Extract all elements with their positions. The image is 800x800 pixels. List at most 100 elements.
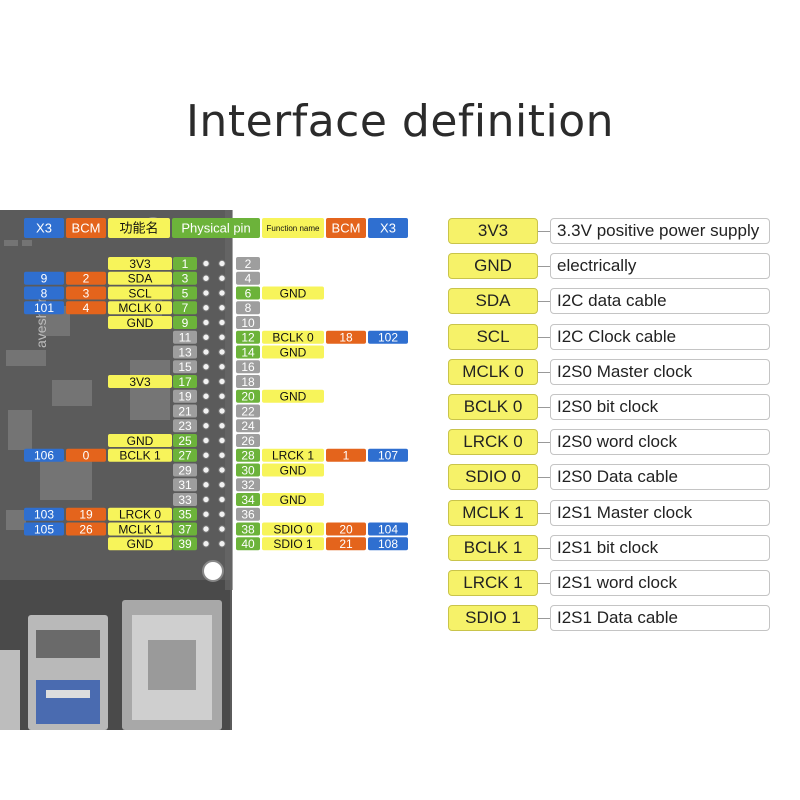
- pin-dot: [202, 481, 210, 489]
- pin-even: 40: [236, 537, 260, 551]
- left-x3-cell: 106: [24, 449, 64, 463]
- svg-text:38: 38: [241, 522, 255, 536]
- right-function-cell: LRCK 1: [262, 449, 324, 463]
- svg-text:BCM: BCM: [72, 221, 101, 236]
- pin-dot: [218, 333, 226, 341]
- svg-text:GND: GND: [280, 463, 307, 477]
- legend-key: SDA: [448, 288, 538, 315]
- pin-even: 10: [236, 316, 260, 330]
- right-x3-cell: 104: [368, 522, 408, 536]
- svg-text:SDIO 1: SDIO 1: [273, 537, 313, 551]
- pin-odd: 13: [173, 345, 197, 359]
- left-x3-cell: 8: [24, 286, 64, 300]
- header-physical-pin: Physical pin: [172, 218, 260, 238]
- pin-dot: [202, 363, 210, 371]
- svg-text:30: 30: [241, 463, 255, 477]
- pin-dot: [218, 525, 226, 533]
- svg-text:26: 26: [79, 522, 93, 536]
- svg-text:28: 28: [241, 449, 255, 463]
- pin-odd: 19: [173, 390, 197, 404]
- svg-text:17: 17: [178, 375, 192, 389]
- pin-even: 22: [236, 404, 260, 418]
- svg-text:5: 5: [182, 286, 189, 300]
- pin-odd: 39: [173, 537, 197, 551]
- legend-description: 3.3V positive power supply: [550, 218, 770, 244]
- pin-dot: [202, 436, 210, 445]
- legend-connector: [538, 371, 550, 373]
- svg-text:33: 33: [178, 493, 192, 507]
- left-x3-cell: 101: [24, 301, 64, 315]
- pin-odd: 17: [173, 375, 197, 389]
- pin-dot: [218, 274, 226, 282]
- svg-text:29: 29: [178, 463, 192, 477]
- legend-description: I2S1 Master clock: [550, 499, 770, 526]
- svg-text:3: 3: [83, 286, 90, 300]
- svg-text:GND: GND: [127, 537, 154, 551]
- svg-text:14: 14: [241, 345, 255, 359]
- svg-text:6: 6: [245, 286, 252, 300]
- pin-odd: 11: [173, 331, 197, 345]
- svg-text:102: 102: [378, 331, 398, 345]
- svg-text:功能名: 功能名: [119, 221, 158, 236]
- right-function-cell: GND: [262, 345, 324, 359]
- right-function-cell: BCLK 0: [262, 331, 324, 345]
- right-bcm-cell: 18: [326, 331, 366, 345]
- pin-even: 14: [236, 345, 260, 359]
- pin-odd: 29: [173, 463, 197, 477]
- svg-text:34: 34: [241, 493, 255, 507]
- svg-text:SDIO 0: SDIO 0: [273, 522, 313, 536]
- svg-text:108: 108: [378, 537, 398, 551]
- svg-text:8: 8: [41, 286, 48, 300]
- pin-dot: [218, 289, 226, 297]
- svg-text:23: 23: [178, 419, 192, 433]
- pin-dot: [218, 407, 226, 415]
- pin-dot: [218, 495, 226, 504]
- pin-dot: [218, 451, 226, 459]
- pin-even: 34: [236, 493, 260, 507]
- pin-odd: 27: [173, 449, 197, 463]
- pin-dot: [202, 289, 210, 297]
- pin-dot: [202, 259, 210, 268]
- svg-text:MCLK 0: MCLK 0: [118, 301, 162, 315]
- legend-key: MCLK 0: [448, 358, 538, 385]
- board-edge: [225, 210, 233, 590]
- svg-text:35: 35: [178, 508, 192, 522]
- svg-text:12: 12: [241, 331, 255, 345]
- pin-odd: 15: [173, 360, 197, 374]
- left-function-cell: MCLK 1: [108, 522, 172, 536]
- svg-text:BCM: BCM: [332, 221, 361, 236]
- svg-text:31: 31: [178, 478, 192, 492]
- pin-dot: [202, 495, 210, 504]
- svg-text:107: 107: [378, 449, 398, 463]
- svg-text:21: 21: [339, 537, 353, 551]
- pin-dot: [202, 540, 210, 548]
- pin-odd: 35: [173, 508, 197, 522]
- svg-text:LRCK 0: LRCK 0: [119, 508, 161, 522]
- svg-text:19: 19: [79, 508, 93, 522]
- header-func-right: Function name: [262, 218, 324, 238]
- svg-text:18: 18: [241, 375, 255, 389]
- pin-odd: 5: [173, 286, 197, 300]
- pin-even: 36: [236, 508, 260, 522]
- pin-dot: [218, 348, 226, 356]
- right-function-cell: GND: [262, 463, 324, 477]
- pin-even: 8: [236, 301, 260, 315]
- pin-odd: 31: [173, 478, 197, 492]
- pin-dot: [202, 407, 210, 415]
- svg-text:GND: GND: [280, 345, 307, 359]
- pin-odd: 9: [173, 316, 197, 330]
- svg-text:37: 37: [178, 522, 192, 536]
- svg-text:16: 16: [241, 360, 255, 374]
- legend-description: I2S1 bit clock: [550, 534, 770, 561]
- left-function-cell: GND: [108, 434, 172, 448]
- svg-text:11: 11: [179, 331, 192, 345]
